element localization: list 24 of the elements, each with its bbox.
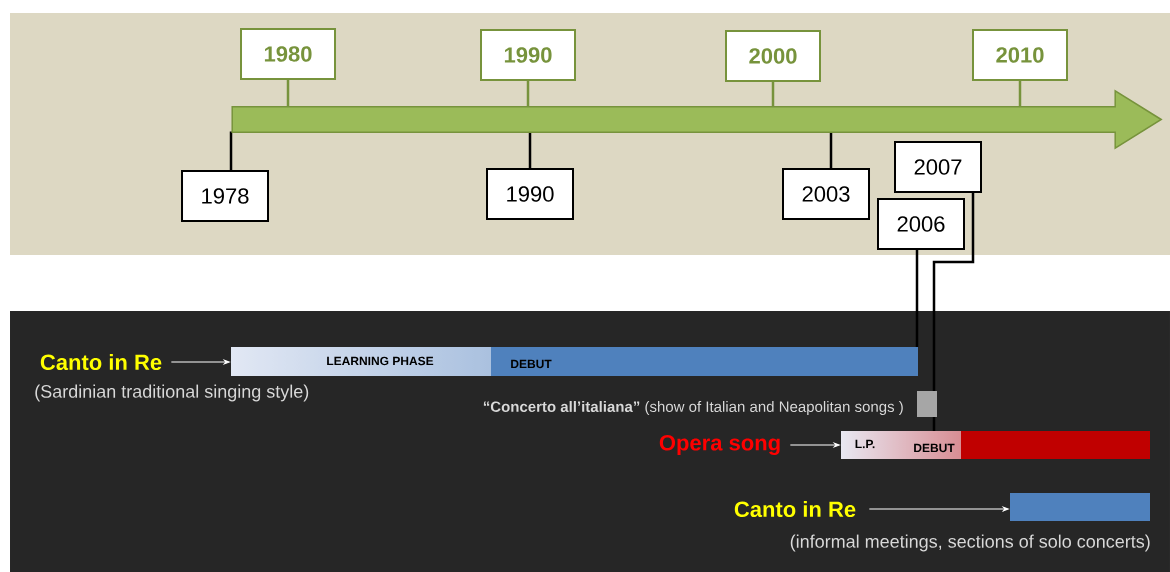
year-box: 2007 — [894, 141, 982, 193]
subtitle-text: (Sardinian traditional singing style) — [35, 384, 309, 402]
connector-line — [771, 81, 775, 108]
period-bar: L.P. DEBUT — [841, 431, 1150, 459]
event-marker — [917, 391, 937, 417]
year-box: 2003 — [782, 168, 870, 220]
connector-line — [915, 249, 919, 347]
period-bar — [1010, 493, 1150, 521]
year-box: 1978 — [181, 170, 269, 222]
year-box: 2006 — [877, 198, 965, 250]
connector-line — [932, 192, 975, 391]
period-bar: LEARNING PHASE DEBUT — [231, 347, 918, 376]
connector-line — [829, 131, 833, 169]
note-text: “Concerto all’italiana” (show of Italian and Neapolitan songs ) — [483, 401, 903, 415]
connector-line — [286, 79, 290, 108]
connector-line — [1018, 80, 1022, 108]
year-box: 1990 — [486, 168, 574, 220]
subtitle-text: (informal meetings, sections of solo concerts) — [790, 534, 1150, 552]
category-label: Canto in Re — [40, 353, 162, 371]
connector-line — [526, 80, 530, 108]
connector-line — [528, 131, 532, 169]
connector-line — [229, 131, 233, 171]
category-label: Opera song — [659, 434, 780, 455]
category-label: Canto in Re — [734, 500, 856, 518]
